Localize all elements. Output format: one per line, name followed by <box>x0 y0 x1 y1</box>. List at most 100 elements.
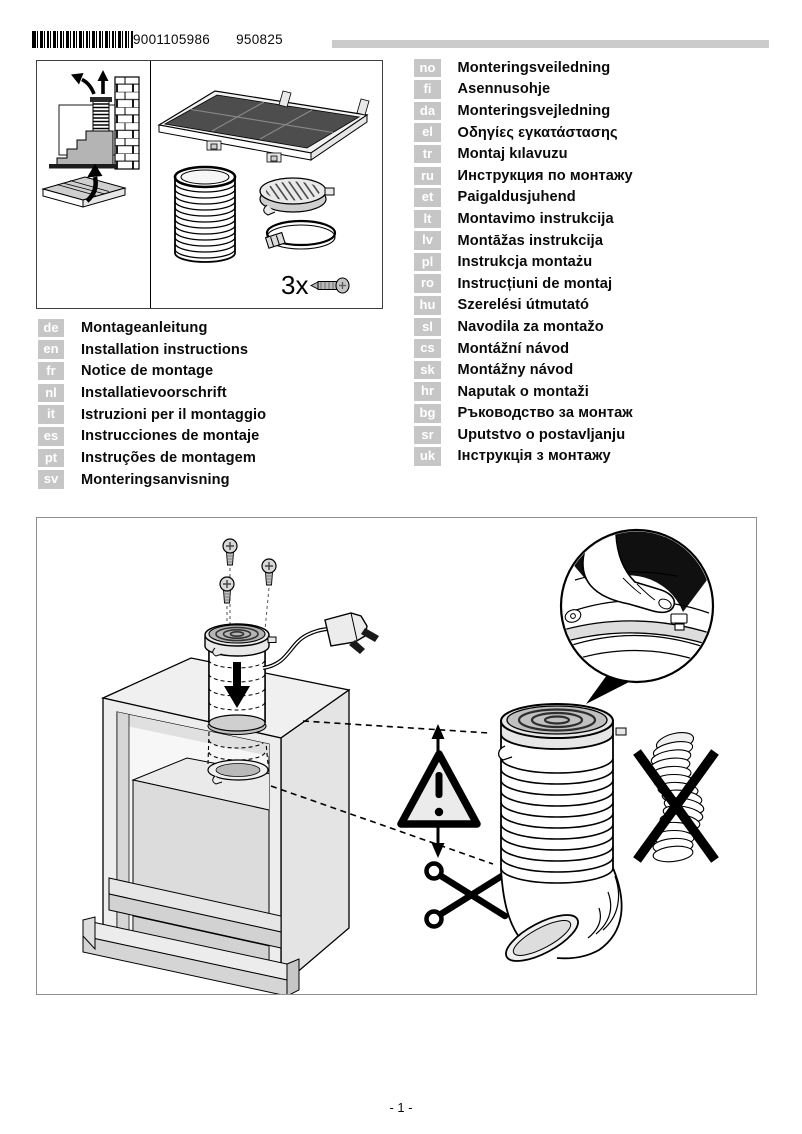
language-row: et Paigaldusjuhend <box>414 187 633 209</box>
screw-icon <box>309 277 350 294</box>
duct-grille-top <box>204 568 277 732</box>
parts-list-svg: 3x <box>157 90 370 300</box>
airflow-arrows <box>71 70 109 95</box>
lang-tag: nl <box>38 383 64 403</box>
lang-label: Szerelési útmutató <box>457 297 590 314</box>
hose-clamp <box>264 219 337 250</box>
language-row: fi Asennusohje <box>414 79 633 101</box>
lang-tag: da <box>414 101 441 121</box>
language-row: da Monteringsvejledning <box>414 100 633 122</box>
language-row: bg Ръководство за монтаж <box>414 403 633 425</box>
lang-label: Instrucciones de montaje <box>81 428 260 445</box>
kinked-hose <box>649 732 705 863</box>
exhaust-diagram-svg <box>41 70 140 208</box>
band-clip <box>498 745 513 761</box>
barcode-number-main: 9001105986 <box>133 32 211 47</box>
lang-tag: et <box>414 188 441 207</box>
lang-label: Montāžas instrukcija <box>457 232 604 249</box>
lang-label: Istruzioni per il montaggio <box>81 406 267 423</box>
language-row: en Installation instructions <box>38 339 266 361</box>
lang-label: Montážní návod <box>457 340 570 357</box>
lang-tag: sk <box>414 360 441 380</box>
mounting-screws <box>219 538 277 604</box>
lang-label: Naputak o montaži <box>457 383 589 400</box>
insert-down-arrow <box>224 662 250 708</box>
lang-tag: lv <box>414 231 441 250</box>
duct-opening <box>505 914 579 962</box>
lang-tag: it <box>38 405 64 424</box>
lang-tag: hr <box>414 382 441 401</box>
flex-duct-part <box>173 165 237 263</box>
language-row: sl Navodila za montažo <box>414 316 633 338</box>
lang-tag: hu <box>414 296 441 315</box>
language-row: cs Montážní návod <box>414 338 633 360</box>
language-row: es Instrucciones de montaje <box>38 425 266 447</box>
installation-figure-box <box>36 517 757 997</box>
installation-illustration <box>82 528 719 997</box>
lang-label: Instruções de montagem <box>81 449 256 466</box>
lang-tag: lt <box>414 209 441 229</box>
lang-label: Οδηγίες εγκατάστασης <box>457 124 618 141</box>
language-row: sr Uputstvo o postavljanju <box>414 424 633 446</box>
language-row: el Οδηγίες εγκατάστασης <box>414 122 633 144</box>
lang-label: Инструкция по монтажу <box>457 167 633 184</box>
power-plug <box>262 612 379 670</box>
lang-tag: sv <box>38 470 64 489</box>
lang-label: Navodila za montažo <box>457 318 604 335</box>
lang-tag: fi <box>414 80 441 99</box>
language-row: nl Installatievoorschrift <box>38 382 266 404</box>
language-row: lt Montavimo instrukcija <box>414 208 633 230</box>
language-row: sv Monteringsanvisning <box>38 469 266 491</box>
lang-label: Paigaldusjuhend <box>457 189 576 206</box>
magnifier-detail <box>559 528 715 684</box>
language-row: no Monteringsveiledning <box>414 57 633 79</box>
lang-tag: el <box>414 123 441 142</box>
collar-ring <box>207 759 269 785</box>
lang-tag: fr <box>38 361 64 381</box>
duct-adapter <box>259 177 335 216</box>
scissors-icon <box>424 861 509 929</box>
language-list-left: de Montageanleitung en Installation inst… <box>38 317 266 491</box>
parts-figure-box: 3x <box>36 60 383 309</box>
top-gray-rule <box>332 40 769 48</box>
lang-label: Monteringsanvisning <box>81 471 230 488</box>
hob-base <box>49 164 117 169</box>
lang-tag: ru <box>414 166 441 186</box>
warning-icon <box>397 750 481 828</box>
lang-tag: es <box>38 427 64 446</box>
cross-mark <box>633 749 719 863</box>
flex-duct-large <box>498 703 627 962</box>
language-row: lv Montāžas instrukcija <box>414 230 633 252</box>
language-row: pt Instruções de montagem <box>38 447 266 469</box>
exhaust-diagram <box>37 61 151 308</box>
lang-label: Montaj kılavuzu <box>457 146 568 163</box>
page-number: - 1 - <box>389 1100 413 1115</box>
hob-section <box>56 130 114 166</box>
lang-tag: tr <box>414 144 441 164</box>
lang-label: Інструкція з монтажу <box>457 448 611 465</box>
language-row: it Istruzioni per il montaggio <box>38 404 266 426</box>
lang-label: Instrucțiuni de montaj <box>457 275 613 292</box>
barcode <box>32 31 133 48</box>
lang-label: Monteringsveiledning <box>457 59 611 76</box>
lang-label: Installation instructions <box>81 341 249 358</box>
grease-filter-panel <box>157 90 370 163</box>
language-row: hu Szerelési útmutató <box>414 295 633 317</box>
plinth-steps <box>82 877 300 997</box>
lang-tag: ro <box>414 274 441 293</box>
language-row: uk Інструкція з монтажу <box>414 446 633 468</box>
lang-tag: pt <box>38 448 64 468</box>
lang-label: Installatievoorschrift <box>81 384 227 401</box>
lang-tag: en <box>38 340 64 359</box>
language-row: pl Instrukcja montażu <box>414 251 633 273</box>
lang-label: Instrukcja montażu <box>457 254 593 271</box>
barcode-number-code: 950825 <box>236 32 283 47</box>
grille-spiral <box>215 626 259 642</box>
language-row: sk Montážny návod <box>414 359 633 381</box>
lang-tag: cs <box>414 339 441 358</box>
lang-tag: de <box>38 318 64 338</box>
screw-count-label: 3x <box>281 270 308 300</box>
lang-tag: uk <box>414 447 441 466</box>
duct-stub <box>90 97 112 132</box>
filter-panel-small <box>41 176 127 208</box>
